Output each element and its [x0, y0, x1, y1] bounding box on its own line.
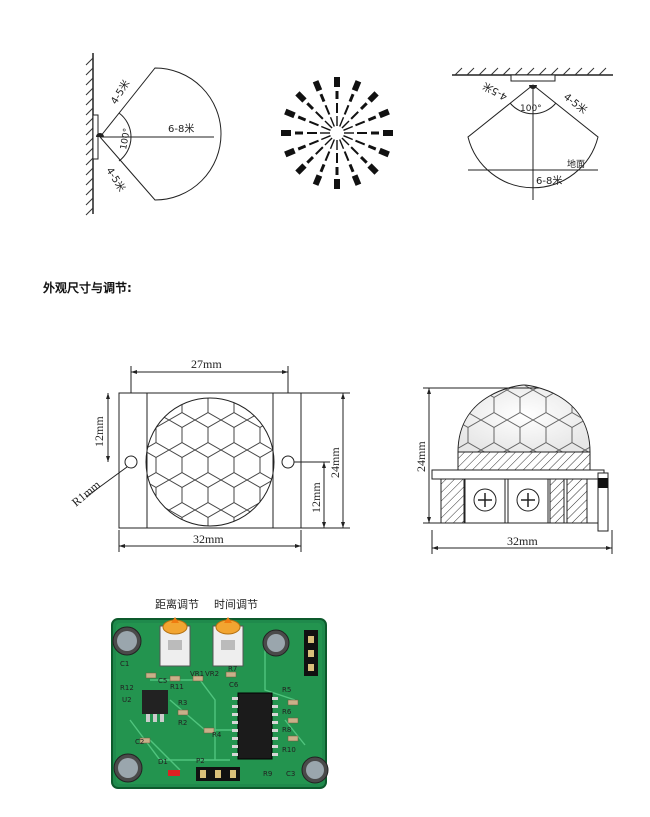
- range-bottom-label: 4-5米: [103, 165, 128, 194]
- svg-text:R6: R6: [282, 708, 292, 716]
- width-top-dim: 27mm: [191, 357, 222, 371]
- svg-text:VR1: VR1: [190, 670, 204, 678]
- ceiling-mount-diagram: 4-5米 100° 4-5米 地面 6-8米: [452, 67, 613, 200]
- svg-text:R7: R7: [228, 665, 237, 673]
- height-dim: 24mm: [414, 441, 428, 472]
- section-heading: 外观尺寸与调节:: [43, 281, 132, 295]
- svg-text:P2: P2: [196, 757, 205, 765]
- svg-text:R2: R2: [178, 719, 187, 727]
- range-bottom-label: 6-8米: [536, 174, 562, 187]
- side-view-drawing: 24mm 32mm: [414, 384, 613, 554]
- svg-text:R12: R12: [120, 684, 134, 692]
- fresnel-lens: [145, 397, 275, 527]
- svg-text:C6: C6: [229, 681, 239, 689]
- svg-text:C1: C1: [120, 660, 129, 668]
- pcb-edge: [431, 469, 605, 480]
- svg-text:D1: D1: [158, 758, 168, 766]
- distance-adjust-label: 距离调节: [155, 597, 199, 611]
- pin-header: [597, 472, 609, 532]
- regulator: [142, 690, 168, 714]
- svg-text:C5: C5: [158, 677, 167, 685]
- height-left-dim: 12mm: [92, 416, 106, 447]
- detection-pattern: [281, 77, 393, 189]
- svg-text:R5: R5: [282, 686, 291, 694]
- diode-d1: [168, 770, 180, 776]
- svg-text:C2: C2: [135, 738, 144, 746]
- wall-mount-diagram: 4-5米 100° 6-8米 4-5米: [85, 53, 222, 216]
- coverage-sector: [99, 67, 222, 201]
- range-mid-label: 6-8米: [168, 122, 194, 135]
- mount-hole-right: [281, 455, 295, 469]
- height-right-lower-dim: 12mm: [309, 482, 323, 513]
- range-top-label: 4-5米: [108, 77, 133, 106]
- width-bottom-dim: 32mm: [193, 532, 224, 546]
- time-adjust-label: 时间调节: [214, 598, 258, 611]
- sensor-box: [510, 74, 556, 82]
- ic-chip: [237, 692, 273, 760]
- angle-label: 100°: [119, 127, 133, 150]
- svg-text:R9: R9: [263, 770, 272, 778]
- height-right-upper-dim: 24mm: [328, 447, 342, 478]
- angle-arc: [509, 102, 557, 115]
- wall-hatch: [85, 57, 94, 216]
- silkscreen: C1 R12 C5 R11 VR1 VR2 C6 R7 R4 C2 R2 D1 …: [120, 660, 296, 778]
- svg-text:R4: R4: [212, 731, 222, 739]
- width-dim: 32mm: [507, 534, 538, 548]
- angle-label: 100°: [520, 104, 542, 114]
- svg-text:VR2: VR2: [205, 670, 219, 678]
- svg-text:R8: R8: [282, 726, 291, 734]
- svg-text:R10: R10: [282, 746, 296, 754]
- angle-arc: [118, 112, 132, 162]
- mount-hole-left: [124, 455, 138, 469]
- svg-text:C3: C3: [286, 770, 295, 778]
- top-view-drawing: 27mm 32mm 12mm 24mm 12mm R1mm: [69, 357, 350, 552]
- svg-text:R11: R11: [170, 683, 184, 691]
- floor-label: 地面: [567, 158, 585, 170]
- range-left-label: 4-5米: [480, 79, 509, 103]
- range-right-label: 4-5米: [561, 90, 590, 116]
- ceiling-hatch: [454, 67, 607, 76]
- dome-base: [457, 451, 591, 471]
- pcb-photo: 距离调节 时间调节: [111, 597, 329, 789]
- svg-text:U2: U2: [122, 696, 132, 704]
- svg-text:R3: R3: [178, 699, 187, 707]
- radius-dim: R1mm: [69, 477, 104, 509]
